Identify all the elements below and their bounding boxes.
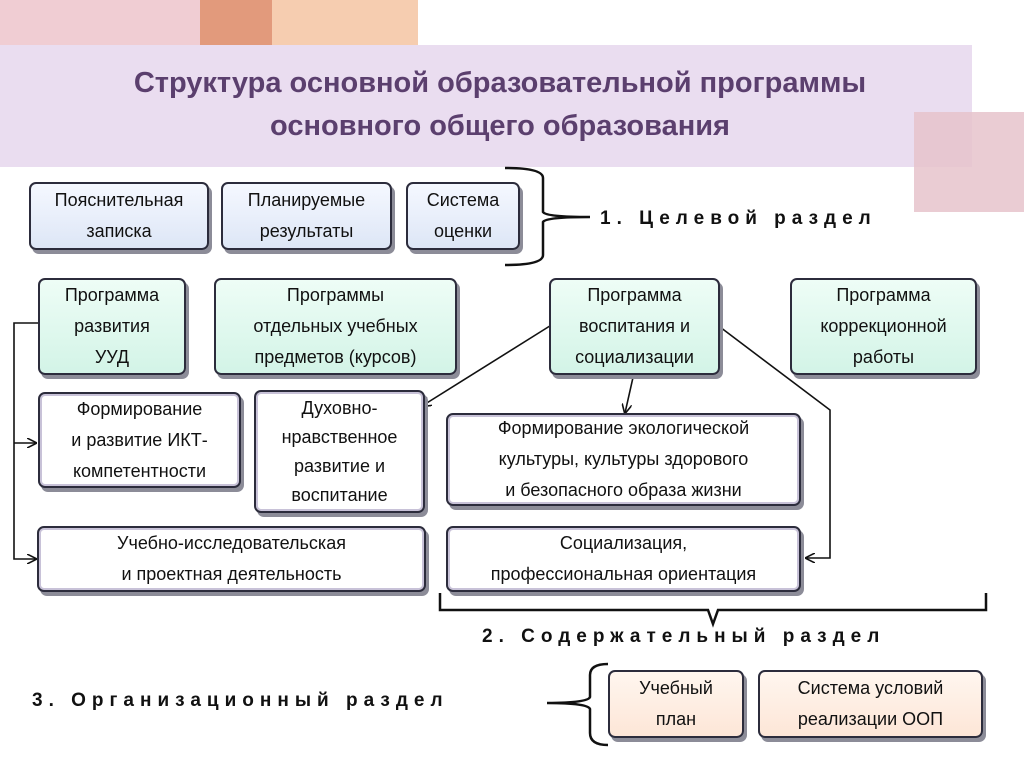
box-ikt-competence: Формирование и развитие ИКТ- компетентно… — [38, 392, 241, 488]
decor-square-right — [914, 112, 1024, 212]
box-program-uud: Программа развития УУД — [38, 278, 186, 375]
brace-section-2 — [438, 593, 988, 628]
connector-uud — [13, 322, 40, 559]
arrow-to-socialization — [715, 323, 831, 558]
box-assessment-system: Система оценки — [406, 182, 520, 250]
box-research-projects: Учебно-исследовательская и проектная дея… — [37, 526, 426, 592]
box-conditions-system: Система условий реализации ООП — [758, 670, 983, 738]
page-title: Структура основной образовательной прогр… — [0, 62, 1000, 148]
title-band — [0, 45, 972, 167]
box-explanatory-note: Пояснительная записка — [29, 182, 209, 250]
box-program-subjects: Программы отдельных учебных предметов (к… — [214, 278, 457, 375]
box-spiritual-development: Духовно- нравственное развитие и воспита… — [254, 390, 425, 513]
box-planned-results: Планируемые результаты — [221, 182, 392, 250]
box-ecology-culture: Формирование экологической культуры, кул… — [446, 413, 801, 506]
section-3-label: 3. Организационный раздел — [32, 690, 449, 711]
arrow-to-ecology — [625, 372, 635, 413]
box-curriculum: Учебный план — [608, 670, 744, 738]
box-program-correction: Программа коррекционной работы — [790, 278, 977, 375]
brace-section-1 — [504, 166, 591, 267]
brace-section-3 — [546, 662, 609, 747]
section-1-label: 1. Целевой раздел — [600, 208, 877, 229]
section-2-label: 2. Содержательный раздел — [482, 626, 886, 647]
box-program-upbringing: Программа воспитания и социализации — [549, 278, 720, 375]
title-line-1: Структура основной образовательной прогр… — [133, 67, 867, 99]
title-line-2: основного общего образования — [270, 110, 730, 142]
arrow-to-spiritual — [422, 323, 554, 406]
box-socialization: Социализация, профессиональная ориентаци… — [446, 526, 801, 592]
